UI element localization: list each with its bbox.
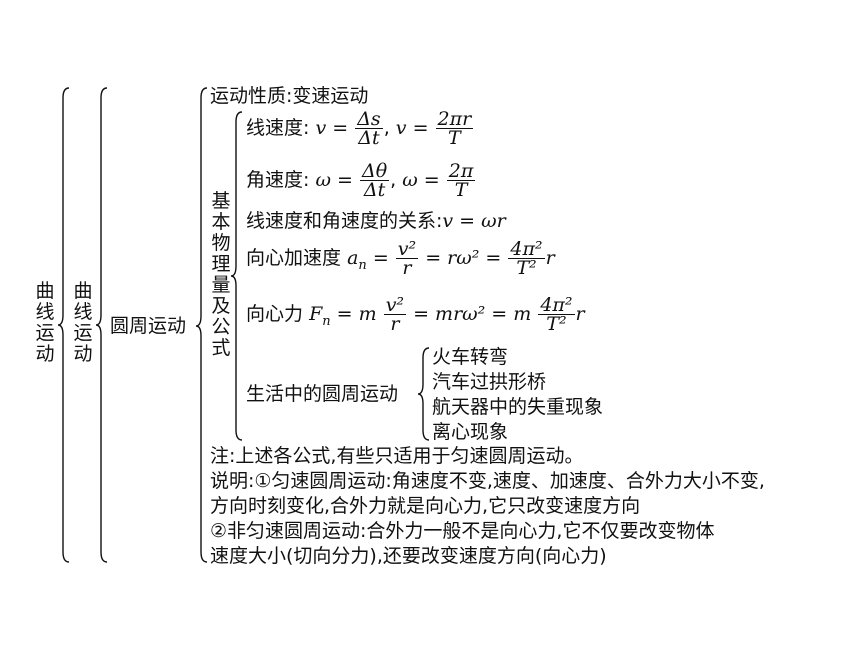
circular-brace [195,87,208,563]
life-item: 火车转弯 [432,346,509,368]
fraction-4pi2-t2: 4π² T² [508,238,545,279]
centripetal-acceleration-label: 向心加速度 [246,247,342,269]
life-item: 离心现象 [432,421,509,443]
radius-symbol: r [575,303,585,325]
middle-expression: = mrω² = m [413,303,532,325]
speed-relation-row: 线速度和角速度的关系:v = ωr [246,210,506,232]
fraction-v2-r: v² r [383,294,407,335]
angular-speed-row: 角速度: ω = Δθ Δt , ω = 2π T [246,160,476,201]
denominator: T² [546,313,567,335]
relation-formula: v = ωr [442,210,506,232]
explanation-line: 方向时刻变化,合外力就是向心力,它只改变速度方向 [210,495,641,517]
angular-speed-label: 角速度: [246,169,310,191]
middle-expression: = rω² = [425,247,502,269]
centripetal-acceleration-row: 向心加速度 an = v² r = rω² = 4π² T² r [246,238,555,279]
denominator: Δt [358,127,380,149]
radius-symbol: r [545,247,555,269]
equals-sign: = [372,247,389,269]
numerator: Δθ [359,160,390,182]
numerator: Δs [355,108,383,130]
angular-speed-symbol-2: ω [402,169,418,191]
level2-label: 曲线运动 [73,280,93,365]
fraction-2pir-t: 2πr T [435,108,474,149]
linear-speed-label: 线速度: [246,117,310,139]
denominator: T [448,127,461,149]
fraction-dtheta-dt: Δθ Δt [359,160,390,201]
fraction-v2-r: v² r [395,238,419,279]
life-item: 航天器中的失重现象 [432,396,604,418]
life-brace [417,347,430,441]
explanation-line: 说明:①匀速圆周运动:角速度不变,速度、加速度、合外力大小不变, [210,470,765,492]
denominator: r [390,313,400,335]
explanation-line: ②非匀速圆周运动:合外力一般不是向心力,它不仅要改变物体 [210,520,715,542]
numerator: 4π² [508,238,545,260]
angular-speed-symbol: ω [315,169,331,191]
relation-label: 线速度和角速度的关系: [246,210,443,232]
basic-brace [230,111,243,441]
motion-nature: 运动性质:变速运动 [210,85,369,107]
linear-speed-symbol: v [315,117,327,139]
numerator: v² [383,294,407,316]
equals-sign-2: = [412,117,429,139]
explanation-line: 速度大小(切向分力),还要改变速度方向(向心力) [210,545,607,567]
basic-quantities-label: 基本物理量及公式 [211,190,231,359]
fraction-ds-dt: Δs Δt [355,108,383,149]
numerator: 4π² [538,294,575,316]
numerator: 2πr [435,108,474,130]
equals-sign-2: = [423,169,440,191]
formula-note: 注:上述各公式,有些只适用于匀速圆周运动。 [210,445,584,467]
linear-speed-symbol-2: v [395,117,407,139]
root-label: 曲线运动 [35,280,55,365]
numerator: 2π [446,160,476,182]
comma: , [390,169,397,191]
fraction-4pi2-t2: 4π² T² [538,294,575,335]
force-lhs: Fn = m [309,303,377,329]
equals-sign: = [332,117,349,139]
comma: , [383,117,390,139]
acceleration-symbol: an [347,247,367,273]
life-item: 汽车过拱形桥 [432,371,547,393]
numerator: v² [395,238,419,260]
denominator: Δt [363,179,386,201]
centripetal-force-label: 向心力 [246,303,304,325]
circular-motion-label: 圆周运动 [110,315,187,337]
fraction-2pi-t: 2π T [446,160,476,201]
life-circular-motion-label: 生活中的圆周运动 [246,383,399,405]
level2-brace [95,87,108,563]
denominator: T [454,179,468,201]
equals-sign: = [337,169,353,191]
root-brace [57,87,70,563]
centripetal-force-row: 向心力 Fn = m v² r = mrω² = m 4π² T² r [246,294,585,335]
linear-speed-row: 线速度: v = Δs Δt , v = 2πr T [246,108,474,149]
denominator: r [402,257,412,279]
denominator: T² [516,257,537,279]
